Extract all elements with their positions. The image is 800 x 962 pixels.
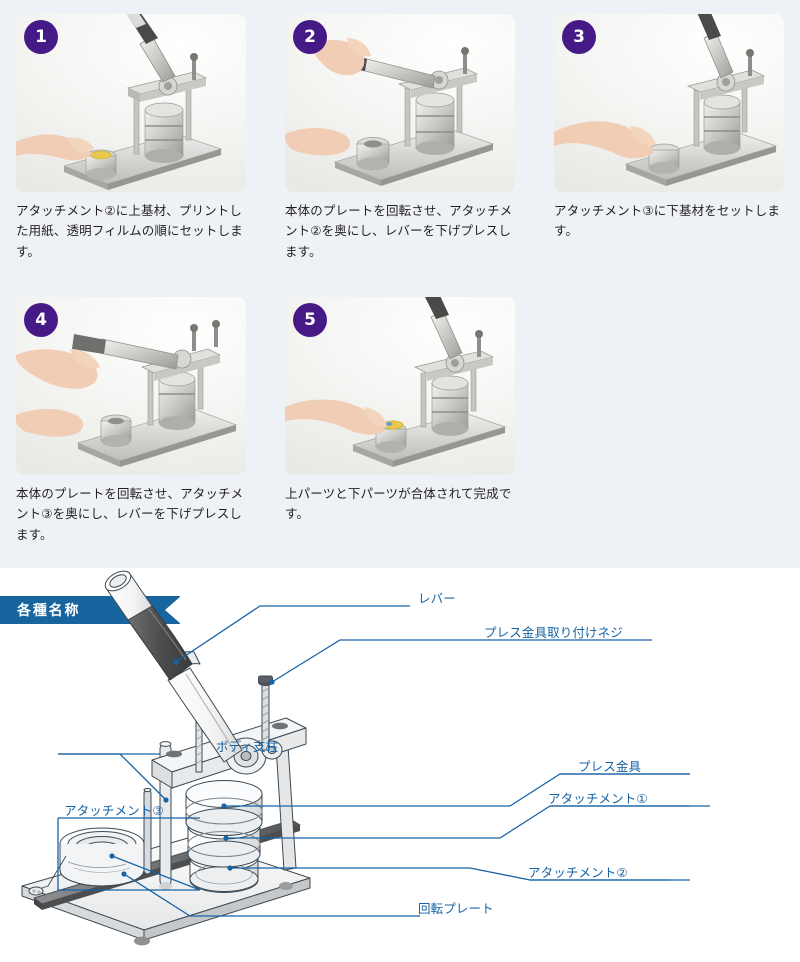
step-card-4: 4 本体のプレートを回転させ、アタッチメント③を奥にし、レバーを下げプレスします… [16, 297, 246, 545]
press-machine-photo-illustration [16, 14, 223, 190]
step-card-5: 5 上パーツと下パーツが合体されて完成です。 [285, 297, 515, 525]
press-machine-photo-illustration [285, 38, 495, 186]
label-press-screw: プレス金具取り付けネジ [484, 625, 623, 640]
label-press-die: プレス金具 [578, 759, 642, 774]
steps-section: 1 アタッチメント②に上基材、プリントした用紙、透明フィルムの順にセットします。 [0, 0, 800, 568]
step-photo-3: 3 [554, 14, 784, 192]
step-photo-1: 1 [16, 14, 246, 192]
step-caption-4: 本体のプレートを回転させ、アタッチメント③を奥にし、レバーを下げプレスします。 [16, 486, 244, 542]
step-photo-5: 5 [285, 297, 515, 475]
label-attachment-2: アタッチメント② [528, 865, 628, 880]
machine-line-drawing [21, 570, 710, 946]
press-machine-photo-illustration [554, 14, 778, 186]
step-caption-1: アタッチメント②に上基材、プリントした用紙、透明フィルムの順にセットします。 [16, 203, 243, 259]
label-body-post: ボディ支柱 [216, 739, 279, 754]
step-badge-1: 1 [24, 20, 58, 54]
press-machine-photo-illustration [16, 320, 238, 467]
step-caption-3: アタッチメント③に下基材をセットします。 [554, 203, 780, 239]
step-badge-4: 4 [24, 303, 58, 337]
step-card-2: 2 本体のプレートを回転させ、アタッチメント②を奥にし、レバーを下げプレスします… [285, 14, 515, 262]
step-card-1: 1 アタッチメント②に上基材、プリントした用紙、透明フィルムの順にセットします。 [16, 14, 246, 262]
step-caption-5: 上パーツと下パーツが合体されて完成です。 [285, 486, 512, 522]
step-badge-3: 3 [562, 20, 596, 54]
step-badge-2: 2 [293, 20, 327, 54]
step-card-3: 3 アタッチメント③に下基材をセットします。 [554, 14, 784, 242]
label-rotating-plate: 回転プレート [418, 901, 494, 916]
label-attachment-1: アタッチメント① [548, 791, 648, 806]
step-photo-4: 4 [16, 297, 246, 475]
step-badge-5: 5 [293, 303, 327, 337]
label-attachment-3: アタッチメント③ [64, 803, 164, 818]
label-lever: レバー [418, 591, 456, 606]
parts-diagram-section: 各種名称 [0, 568, 800, 962]
press-machine-photo-illustration [285, 297, 507, 467]
step-caption-2: 本体のプレートを回転させ、アタッチメント②を奥にし、レバーを下げプレスします。 [285, 203, 513, 259]
step-photo-2: 2 [285, 14, 515, 192]
